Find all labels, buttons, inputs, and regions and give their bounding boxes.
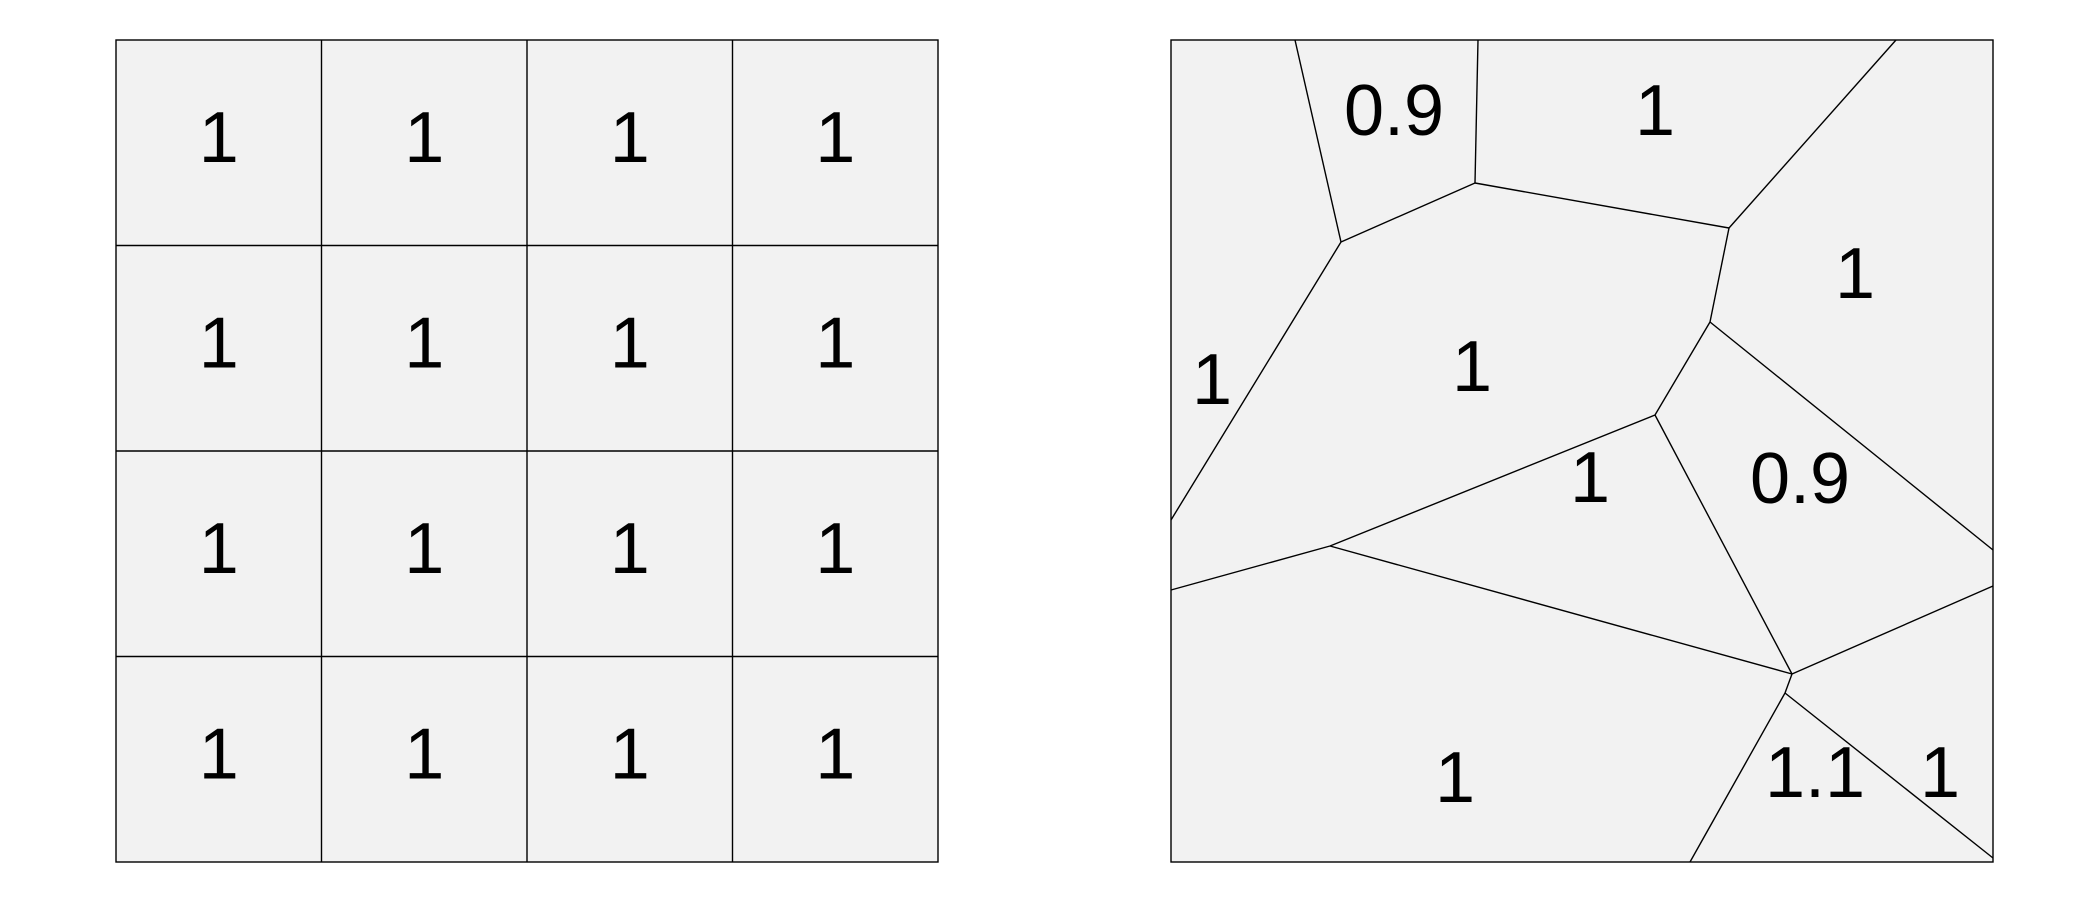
grid-cell-value: 1 xyxy=(815,714,855,794)
voronoi-edge xyxy=(1329,414,1656,547)
voronoi-edge xyxy=(1784,692,1994,859)
grid-cell-value: 1 xyxy=(404,98,444,178)
voronoi-frame xyxy=(1170,39,1994,863)
regular-grid-labels: 1 1 1 1 1 1 1 1 1 1 1 1 1 1 1 1 xyxy=(199,98,856,795)
cell-value: 1 xyxy=(1835,234,1875,314)
grid-cell-value: 1 xyxy=(815,303,855,383)
cell-value: 1 xyxy=(1435,738,1475,818)
voronoi-edge xyxy=(1294,39,1342,243)
grid-cell-value: 1 xyxy=(815,509,855,589)
voronoi-edge xyxy=(1709,321,1994,551)
grid-cell-value: 1 xyxy=(610,98,650,178)
voronoi-panel: 1 0.9 1 1 1 1 0.9 1 1.1 1 xyxy=(1170,39,1994,863)
voronoi-edge xyxy=(1654,414,1793,675)
cell-value: 1.1 xyxy=(1765,733,1865,813)
voronoi-edge xyxy=(1654,321,1711,416)
voronoi-edge xyxy=(1170,545,1331,591)
voronoi-edge xyxy=(1728,39,1897,229)
grid-cell-value: 1 xyxy=(610,509,650,589)
grid-cell-value: 1 xyxy=(199,509,239,589)
voronoi-edges xyxy=(1170,39,1994,863)
grid-cell-value: 1 xyxy=(610,714,650,794)
cell-value: 0.9 xyxy=(1344,71,1444,151)
voronoi-edge xyxy=(1791,585,1994,675)
grid-cell-value: 1 xyxy=(199,714,239,794)
grid-cell-value: 1 xyxy=(610,303,650,383)
voronoi-edge xyxy=(1689,692,1786,863)
grid-cell-value: 1 xyxy=(404,714,444,794)
cell-value: 1 xyxy=(1452,327,1492,407)
grid-cell-value: 1 xyxy=(815,98,855,178)
voronoi-edge xyxy=(1474,182,1730,229)
grid-cell-value: 1 xyxy=(404,509,444,589)
voronoi-edge xyxy=(1340,182,1476,243)
grid-cell-value: 1 xyxy=(199,98,239,178)
cell-value: 1 xyxy=(1635,71,1675,151)
voronoi-edge xyxy=(1709,227,1730,323)
voronoi-labels: 1 0.9 1 1 1 1 0.9 1 1.1 1 xyxy=(1192,71,1960,818)
cell-value: 0.9 xyxy=(1750,439,1850,519)
voronoi-edge xyxy=(1170,241,1342,521)
voronoi-edge xyxy=(1784,673,1793,694)
cell-value: 1 xyxy=(1920,733,1960,813)
regular-grid-panel: 1 1 1 1 1 1 1 1 1 1 1 1 1 1 1 1 xyxy=(115,39,939,863)
cell-value: 1 xyxy=(1570,438,1610,518)
voronoi-edge xyxy=(1474,39,1479,184)
regular-grid-lines xyxy=(116,40,938,862)
voronoi-edge xyxy=(1329,545,1793,675)
grid-cell-value: 1 xyxy=(404,303,444,383)
grid-cell-value: 1 xyxy=(199,303,239,383)
cell-value: 1 xyxy=(1192,340,1232,420)
